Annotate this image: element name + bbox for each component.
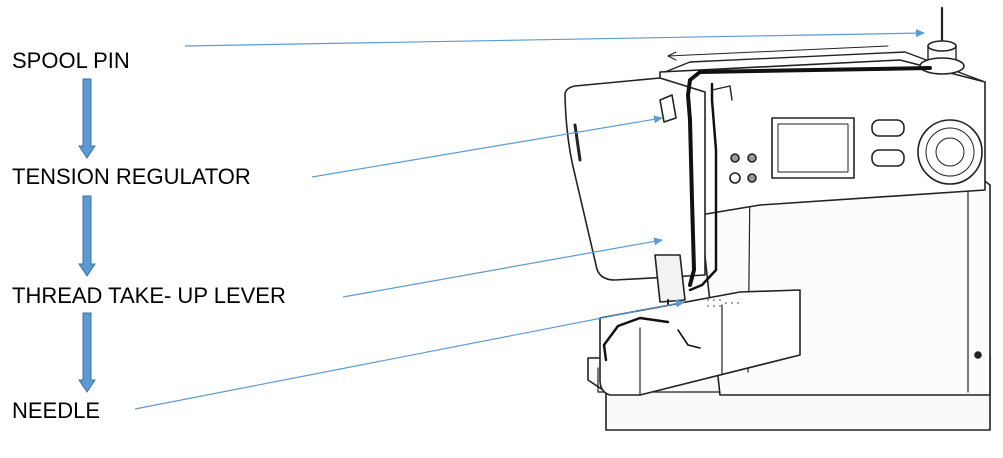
sewing-machine-illustration xyxy=(564,6,991,431)
down-arrow-icon xyxy=(78,312,96,393)
pointer-arrow-icon xyxy=(134,299,685,410)
pointer-arrow-icon xyxy=(342,237,663,298)
down-arrow-icon xyxy=(78,195,96,277)
label-thread-take-up-lever: THREAD TAKE- UP LEVER xyxy=(12,283,286,308)
pointer-lines xyxy=(134,29,925,410)
flow-arrows xyxy=(78,78,96,393)
pointer-arrow-icon xyxy=(184,29,925,47)
pointer-arrow-icon xyxy=(311,115,663,178)
label-needle: NEEDLE xyxy=(12,398,101,423)
down-arrow-icon xyxy=(78,78,96,159)
label-spool-pin: SPOOL PIN xyxy=(12,48,130,73)
label-tension-regulator: TENSION REGULATOR xyxy=(12,164,251,189)
